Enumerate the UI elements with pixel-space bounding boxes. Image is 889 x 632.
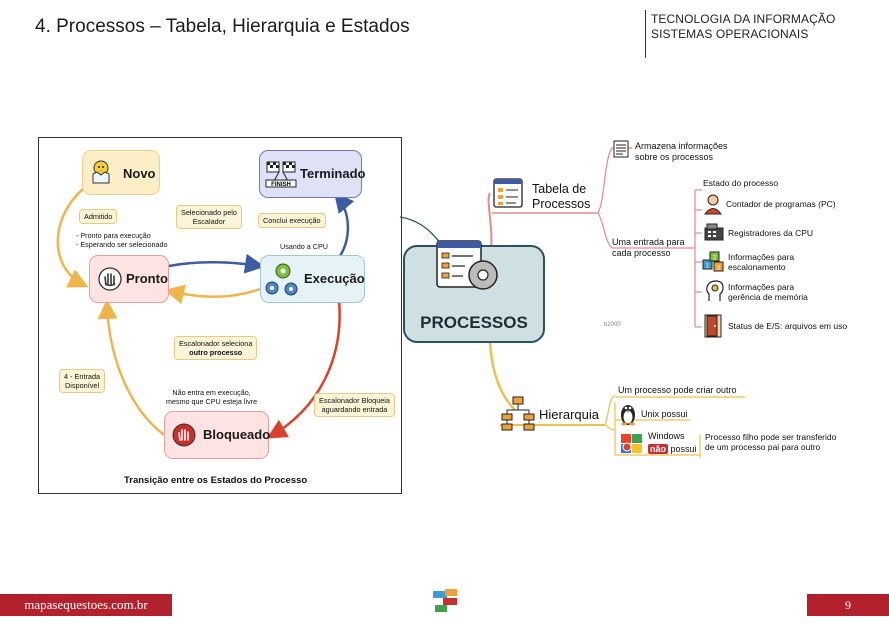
note-admitido: Admitido (79, 209, 118, 224)
svg-text:2: 2 (713, 256, 717, 262)
gears-icon (265, 263, 298, 296)
windows-label: Windows (648, 431, 685, 441)
windows-logo-icon (621, 434, 642, 453)
unix-possui: Unix possui (641, 409, 688, 419)
numbered-blocks-icon: 1 2 3 (702, 251, 724, 272)
header-divider (645, 10, 646, 58)
state-terminado-label: Terminado (300, 166, 366, 181)
state-execucao-label: Execução (304, 271, 365, 286)
informacoes-memoria: Informações para gerência de memória (728, 282, 808, 302)
state-bloqueado: Bloqueado (164, 411, 271, 459)
tabela-de-processos-node: Tabela de Processos (532, 182, 591, 211)
state-diagram: Novo FINISH Terminado Pronto (38, 137, 402, 494)
note-escalonador-seleciona: Escalonador seleciona outro processo (174, 336, 258, 360)
svg-text:FINISH: FINISH (271, 182, 291, 188)
chick-icon (92, 160, 110, 184)
person-counter-icon (704, 194, 722, 215)
document-icon (613, 140, 629, 158)
hand-stop-icon (98, 267, 122, 291)
brand-logo-icon (433, 589, 457, 612)
note-selecionado: Selecionado pelo Escalador (176, 205, 242, 229)
note-bloqueia: Escalonador Bloqueia aguardando entrada (314, 393, 395, 417)
uma-entrada-por-processo: Uma entrada para cada processo (612, 237, 685, 258)
page-number: 9 (845, 598, 851, 612)
finish-flags-icon: FINISH (265, 161, 297, 188)
state-pronto: Pronto (89, 255, 169, 303)
state-novo-label: Novo (123, 166, 156, 181)
process-gear-icon (436, 240, 498, 290)
footer-site-link[interactable]: mapasequestoes.com.br (24, 597, 148, 612)
text-nao-entra: Não entra em execução, mesmo que CPU est… (166, 388, 258, 406)
hierarquia-node: Hierarquia (539, 407, 599, 422)
page-title: 4. Processos – Tabela, Hierarquia e Esta… (35, 16, 410, 37)
informacoes-escalonamento: Informações para escalonamento (728, 252, 795, 272)
processo-pode-criar-outro: Um processo pode criar outro (618, 385, 737, 395)
svg-text:1: 1 (706, 264, 710, 270)
text-esperando: - Esperando ser selecionado (76, 240, 168, 249)
arrow-escalonador-seleciona (164, 284, 261, 305)
state-novo: Novo (82, 150, 160, 195)
text-pronto-para-execucao: - Pronto para execução (76, 231, 151, 240)
footer-bar-right (807, 594, 889, 616)
state-bloqueado-label: Bloqueado (203, 427, 271, 442)
transition-arrows (56, 187, 355, 439)
mindmap-center-node: PROCESSOS (403, 240, 545, 343)
state-execucao: Execução (260, 255, 365, 303)
table-checklist-icon (493, 178, 523, 208)
linux-penguin-icon (621, 405, 635, 426)
arrow-entrada-disponivel (97, 299, 165, 436)
map-code: b2000 (604, 322, 621, 328)
processo-filho-transferido: Processo filho pode ser transferido de u… (705, 432, 837, 452)
text-usando-cpu: Usando a CPU (280, 242, 328, 251)
subject-area: TECNOLOGIA DA INFORMAÇÃO (651, 12, 836, 26)
contador-de-programas: Contador de programas (PC) (726, 199, 836, 209)
arrow-bloqueia (266, 299, 341, 439)
registradores-da-cpu: Registradores da CPU (728, 228, 814, 238)
stop-hand-icon (172, 423, 196, 447)
head-memory-icon (706, 280, 724, 301)
mindmap-center-label: PROCESSOS (420, 313, 528, 332)
state-pronto-label: Pronto (126, 271, 168, 286)
svg-text:3: 3 (717, 266, 721, 272)
windows-nao-possui: não possui (648, 444, 697, 454)
diagram-caption: Transição entre os Estados do Processo (124, 475, 308, 486)
cash-register-icon (704, 223, 724, 241)
footer-bar-left (0, 594, 172, 616)
note-conclui: Conclui execução (258, 213, 326, 228)
status-e-s: Status de E/S: arquivos em uso (728, 321, 848, 331)
subject-topic: SISTEMAS OPERACIONAIS (651, 27, 809, 41)
hierarchy-icon (501, 396, 535, 431)
armazena-informacoes: Armazena informações sobre os processos (635, 141, 728, 162)
arrow-conclui (333, 192, 355, 257)
state-terminado: FINISH Terminado (259, 150, 366, 198)
note-entrada-disponivel: 4 - Entrada Disponível (59, 369, 106, 393)
door-icon (704, 314, 722, 338)
estado-do-processo: Estado do processo (703, 178, 779, 188)
arrow-selecionado (168, 253, 265, 274)
arrow-admitido (56, 187, 89, 288)
